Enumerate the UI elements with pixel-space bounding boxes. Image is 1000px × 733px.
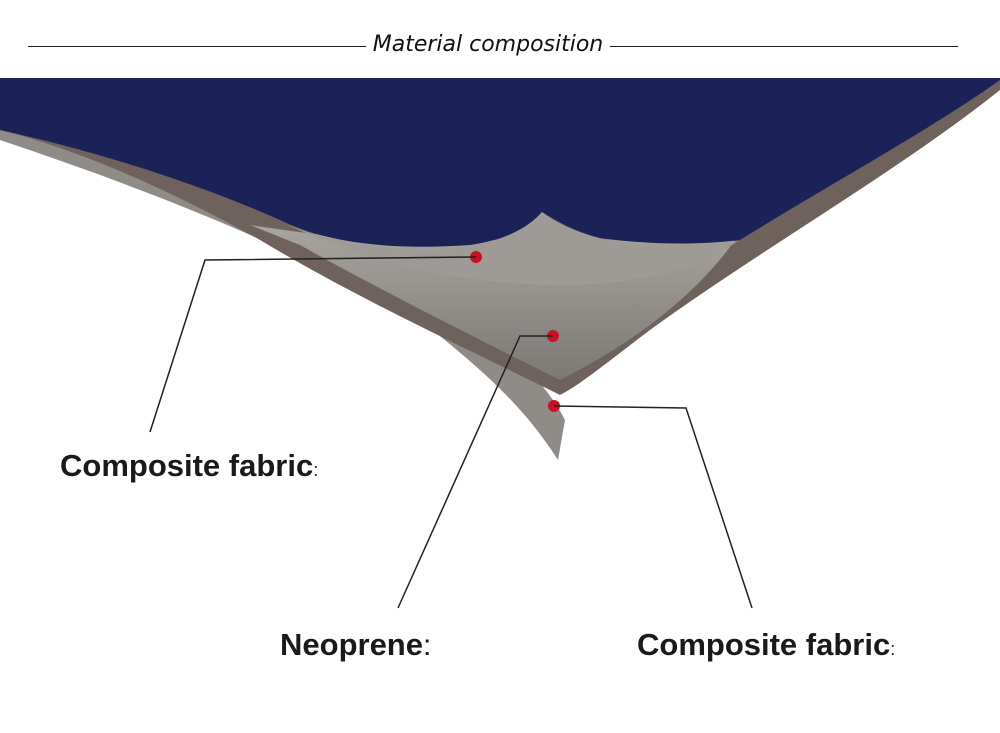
bottom-layer-label: Composite fabric: xyxy=(637,627,895,663)
middle-layer-label-text: Neoprene xyxy=(280,627,423,662)
middle-layer-label: Neoprene: xyxy=(280,627,431,663)
top-layer-label: Composite fabric: xyxy=(60,448,318,484)
top-layer-label-colon: : xyxy=(313,460,318,480)
top-layer-label-text: Composite fabric xyxy=(60,448,313,483)
bottom-layer-label-colon: : xyxy=(890,639,895,659)
top-fabric-layer xyxy=(0,78,1000,247)
middle-layer-label-colon: : xyxy=(423,629,431,662)
bottom-layer-label-text: Composite fabric xyxy=(637,627,890,662)
bottom-layer-leader xyxy=(554,406,752,608)
